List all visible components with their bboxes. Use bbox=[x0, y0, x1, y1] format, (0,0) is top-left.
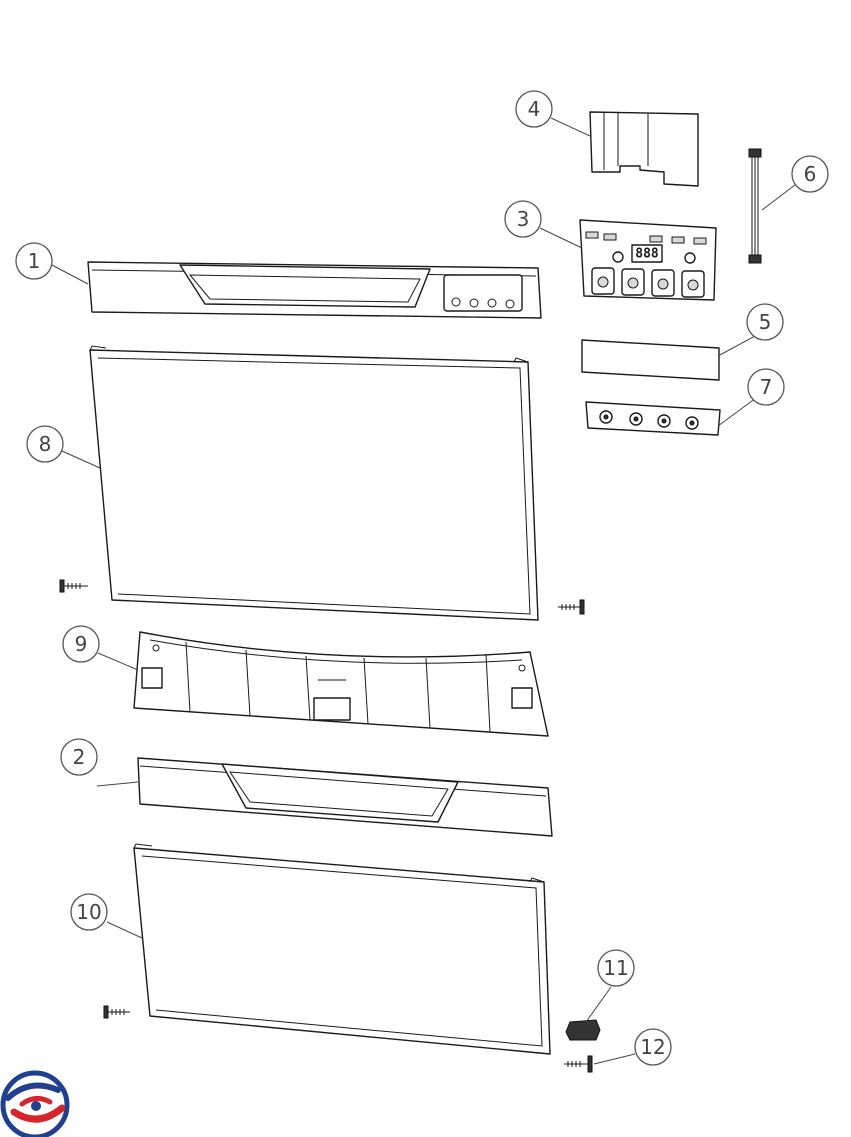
brand-logo-icon bbox=[0, 1070, 70, 1137]
part-3-display-board: 888 bbox=[579, 219, 717, 301]
part-4-cover bbox=[589, 111, 699, 187]
callout-3: 3 bbox=[504, 200, 542, 238]
part-10-lower-door-panel bbox=[133, 843, 551, 1055]
part-6-wire-harness bbox=[748, 148, 762, 264]
callout-10: 10 bbox=[70, 893, 108, 931]
part-1-upper-control-trim bbox=[87, 261, 542, 319]
part-12-screw bbox=[564, 1055, 593, 1073]
callout-2-label: 2 bbox=[73, 745, 86, 769]
callout-12-label: 12 bbox=[640, 1035, 665, 1059]
callout-11-label: 11 bbox=[603, 956, 628, 980]
part-8-upper-door-panel bbox=[89, 345, 539, 621]
callout-2: 2 bbox=[60, 738, 98, 776]
callout-3-label: 3 bbox=[517, 207, 530, 231]
callout-12: 12 bbox=[634, 1028, 672, 1066]
screw-left-upper bbox=[59, 579, 88, 593]
callout-8-label: 8 bbox=[39, 432, 52, 456]
part-7-button-holder bbox=[585, 401, 721, 436]
callout-10-label: 10 bbox=[76, 900, 101, 924]
callout-5-label: 5 bbox=[759, 310, 772, 334]
callout-4: 4 bbox=[515, 90, 553, 128]
part-11-cap bbox=[565, 1019, 601, 1041]
callout-7-label: 7 bbox=[760, 375, 773, 399]
part-2-lower-drawer-trim bbox=[137, 757, 553, 837]
screw-right-upper bbox=[558, 599, 585, 615]
callout-6-label: 6 bbox=[804, 162, 817, 186]
callout-6: 6 bbox=[791, 155, 829, 193]
callout-1: 1 bbox=[15, 242, 53, 280]
callout-5: 5 bbox=[746, 303, 784, 341]
part-9-frame-bracket bbox=[133, 631, 549, 737]
callout-7: 7 bbox=[747, 368, 785, 406]
leader-lines bbox=[51, 117, 796, 1065]
screw-left-lower bbox=[103, 1005, 130, 1019]
callout-4-label: 4 bbox=[528, 97, 541, 121]
callout-9-label: 9 bbox=[75, 632, 88, 656]
callout-9: 9 bbox=[62, 625, 100, 663]
callout-11: 11 bbox=[597, 949, 635, 987]
part-5-display-window bbox=[581, 339, 720, 381]
display-readout: 888 bbox=[635, 247, 659, 262]
callout-1-label: 1 bbox=[28, 249, 41, 273]
callout-8: 8 bbox=[26, 425, 64, 463]
